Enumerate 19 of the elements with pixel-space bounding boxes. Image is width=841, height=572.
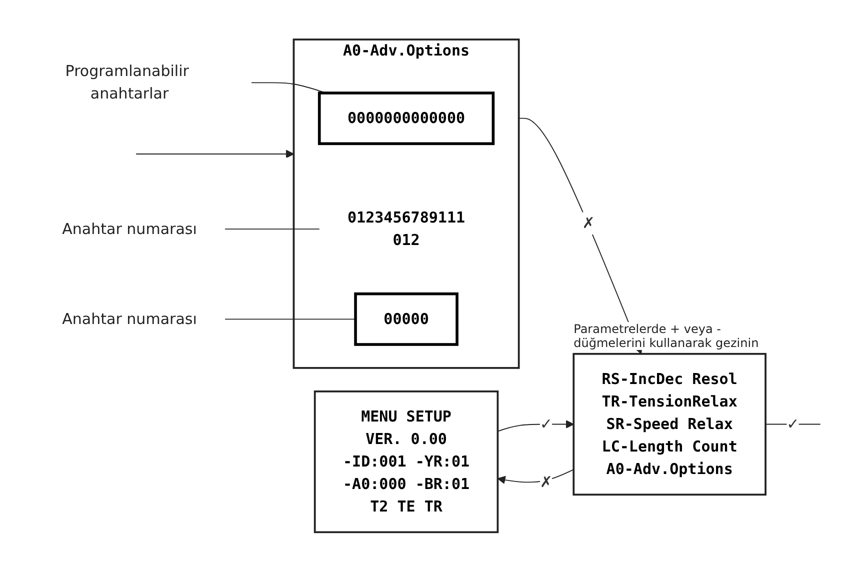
connector [765, 424, 821, 425]
edge-label: ✓ [540, 415, 553, 433]
node-text: 0123456789111 012 [348, 208, 466, 249]
node-box: 00000 [354, 292, 458, 346]
edge-label: ✓ [786, 415, 800, 433]
edge-label: ✗ [582, 214, 595, 232]
node-text: Anahtar numarası [62, 220, 197, 238]
node-box: MENU SETUP VER. 0.00 -ID:001 -YR:01 -A0:000 -BR:01 T2 TE TR [314, 390, 499, 534]
edge-label: ✗ [540, 473, 553, 492]
node-text: Programlanabilir anahtarlar [65, 62, 189, 103]
arrow [497, 420, 574, 432]
connector [224, 228, 320, 230]
node-box: RS-IncDec Resol TR-TensionRelax SR-Speed Relax LC-Length Count A0-Adv.Options [572, 353, 766, 496]
arrow [136, 150, 294, 158]
connector [224, 318, 356, 320]
node-text: Anahtar numarası [62, 310, 197, 328]
node-box: 0000000000000 [318, 92, 495, 146]
arrow [497, 469, 574, 484]
arrow [518, 118, 642, 354]
